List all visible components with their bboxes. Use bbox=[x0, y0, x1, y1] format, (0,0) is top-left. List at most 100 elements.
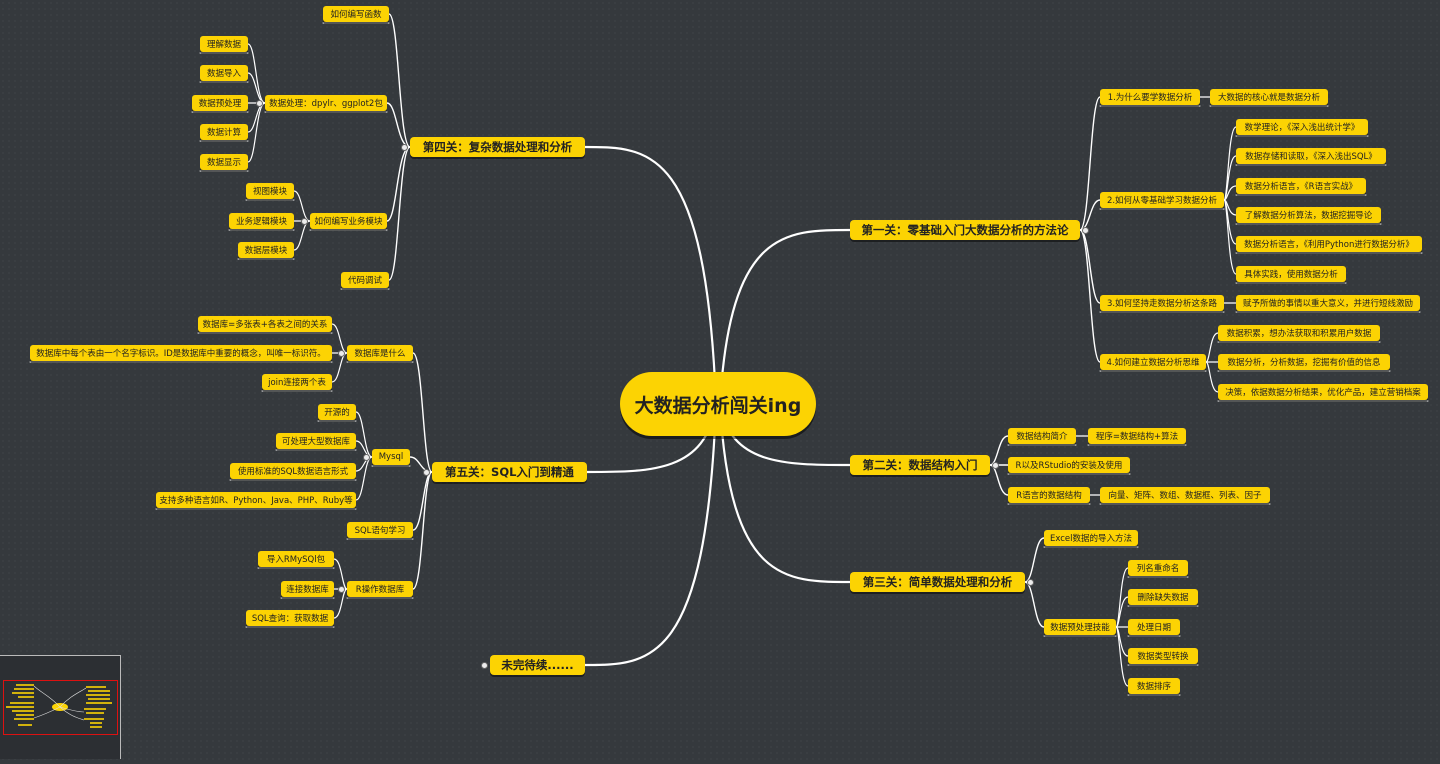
topic-s4b[interactable]: 数据处理：dpylr、ggplot2包 bbox=[265, 95, 387, 111]
connector-line bbox=[388, 146, 411, 281]
topic-s1b[interactable]: 2.如何从零基础学习数据分析 bbox=[1100, 192, 1224, 208]
topic-s1d1[interactable]: 数据积累，想办法获取和积累用户数据 bbox=[1218, 325, 1380, 341]
collapse-toggle-s5b[interactable] bbox=[363, 453, 370, 461]
topic-s1d[interactable]: 4.如何建立数据分析思维 bbox=[1100, 354, 1206, 370]
stage-node-3[interactable]: 第三关：简单数据处理和分析 bbox=[850, 572, 1025, 592]
connector-line bbox=[583, 402, 718, 667]
topic-s5c[interactable]: SQL语句学习 bbox=[347, 522, 413, 538]
stage-node-2[interactable]: 第二关：数据结构入门 bbox=[850, 455, 990, 475]
topic-s5b3[interactable]: 使用标准的SQL数据语言形式 bbox=[230, 463, 356, 479]
connector-line bbox=[1024, 537, 1045, 583]
connector-line bbox=[718, 402, 852, 584]
topic-s3b[interactable]: 数据预处理技能 bbox=[1044, 619, 1116, 635]
topic-s2c1[interactable]: 向量、矩阵、数组、数据框、列表、因子 bbox=[1100, 487, 1270, 503]
topic-s2a1[interactable]: 程序=数据结构+算法 bbox=[1088, 428, 1186, 444]
topic-s4c2[interactable]: 业务逻辑模块 bbox=[229, 213, 294, 229]
connector-line bbox=[412, 471, 433, 531]
connector-line bbox=[388, 13, 411, 148]
connector-line bbox=[333, 558, 348, 590]
minimap-preview bbox=[6, 684, 112, 728]
topic-s1d2[interactable]: 数据分析，分析数据，挖掘有价值的信息 bbox=[1218, 354, 1390, 370]
connector-line bbox=[718, 228, 852, 406]
collapse-toggle-s4b[interactable] bbox=[256, 99, 263, 107]
topic-s3a[interactable]: Excel数据的导入方法 bbox=[1044, 530, 1138, 546]
topic-s1a[interactable]: 1.为什么要学数据分析 bbox=[1100, 89, 1200, 105]
minimap[interactable] bbox=[0, 655, 121, 759]
minimap-viewport[interactable] bbox=[3, 680, 118, 735]
topic-s4d[interactable]: 代码调试 bbox=[341, 272, 389, 288]
root-node[interactable]: 大数据分析闯关ing bbox=[620, 372, 816, 436]
collapse-toggle-s6[interactable] bbox=[481, 661, 488, 669]
connector-line bbox=[989, 435, 1009, 466]
topic-s1b1[interactable]: 数学理论，《深入浅出统计学》 bbox=[1236, 119, 1368, 135]
topic-s1b2[interactable]: 数据存储和读取，《深入浅出SQL》 bbox=[1236, 148, 1386, 164]
topic-s5a3[interactable]: join连接两个表 bbox=[262, 374, 332, 390]
topic-s3b4[interactable]: 数据类型转换 bbox=[1128, 648, 1198, 664]
topic-s4a[interactable]: 如何编写函数 bbox=[323, 6, 389, 22]
connector-line bbox=[412, 471, 433, 590]
connector-line bbox=[412, 352, 433, 473]
topic-s1b4[interactable]: 了解数据分析算法，数据挖掘导论 bbox=[1236, 207, 1381, 223]
connector-line bbox=[1223, 155, 1237, 201]
topic-s3b5[interactable]: 数据排序 bbox=[1128, 678, 1180, 694]
collapse-toggle-s5[interactable] bbox=[423, 468, 430, 476]
topic-s5d3[interactable]: SQL查询：获取数据 bbox=[246, 610, 334, 626]
connector-line bbox=[1205, 361, 1219, 393]
connector-line bbox=[989, 464, 1009, 496]
stage-node-1[interactable]: 第一关：零基础入门大数据分析的方法论 bbox=[850, 220, 1080, 240]
stage-node-4[interactable]: 第四关：复杂数据处理和分析 bbox=[410, 137, 585, 157]
topic-s5a2[interactable]: 数据库中每个表由一个名字标识。ID是数据库中重要的概念，叫唯一标识符。 bbox=[30, 345, 332, 361]
connector-line bbox=[355, 456, 373, 501]
topic-s4b2[interactable]: 数据导入 bbox=[200, 65, 248, 81]
topic-s1c1[interactable]: 赋予所做的事情以重大意义，并进行短线激励 bbox=[1236, 295, 1420, 311]
topic-s4b3[interactable]: 数据预处理 bbox=[192, 95, 248, 111]
topic-s3b1[interactable]: 列名重命名 bbox=[1128, 560, 1188, 576]
topic-s1b3[interactable]: 数据分析语言，《R语言实战》 bbox=[1236, 178, 1366, 194]
topic-s5b1[interactable]: 开源的 bbox=[318, 404, 356, 420]
connector-line bbox=[386, 146, 411, 222]
topic-s5b4[interactable]: 支持多种语言如R、Python、Java、PHP、Ruby等 bbox=[156, 492, 356, 508]
topic-s2b[interactable]: R以及RStudio的安装及使用 bbox=[1008, 457, 1130, 473]
collapse-toggle-s4c[interactable] bbox=[301, 217, 308, 225]
connector-line bbox=[247, 102, 266, 163]
topic-s5b2[interactable]: 可处理大型数据库 bbox=[276, 433, 356, 449]
connector-line bbox=[333, 588, 348, 619]
topic-s3b2[interactable]: 删除缺失数据 bbox=[1128, 589, 1198, 605]
topic-s1b6[interactable]: 具体实践，使用数据分析 bbox=[1236, 266, 1346, 282]
connector-line bbox=[1115, 596, 1129, 628]
topic-s5b[interactable]: Mysql bbox=[372, 449, 410, 465]
topic-s4b1[interactable]: 理解数据 bbox=[200, 36, 248, 52]
topic-s5d[interactable]: R操作数据库 bbox=[347, 581, 413, 597]
topic-s2c[interactable]: R语言的数据结构 bbox=[1008, 487, 1090, 503]
topic-s1d3[interactable]: 决策，依据数据分析结果，优化产品，建立营销档案 bbox=[1218, 384, 1428, 400]
collapse-toggle-s5a[interactable] bbox=[338, 349, 345, 357]
topic-s2a[interactable]: 数据结构简介 bbox=[1008, 428, 1076, 444]
stage-node-5[interactable]: 第五关：SQL入门到精通 bbox=[432, 462, 587, 482]
connector-line bbox=[1024, 581, 1045, 628]
topic-s4c1[interactable]: 视图模块 bbox=[246, 183, 294, 199]
topic-s5d1[interactable]: 导入RMySQl包 bbox=[258, 551, 334, 567]
topic-s1c[interactable]: 3.如何坚持走数据分析这条路 bbox=[1100, 295, 1224, 311]
collapse-toggle-s2[interactable] bbox=[992, 461, 999, 469]
collapse-toggle-s1[interactable] bbox=[1082, 226, 1089, 234]
topic-s3b3[interactable]: 处理日期 bbox=[1128, 619, 1180, 635]
connector-line bbox=[293, 220, 311, 251]
topic-s4c[interactable]: 如何编写业务模块 bbox=[310, 213, 387, 229]
topic-s4c3[interactable]: 数据层模块 bbox=[238, 242, 294, 258]
topic-s1b5[interactable]: 数据分析语言，《利用Python进行数据分析》 bbox=[1236, 236, 1422, 252]
collapse-toggle-s3[interactable] bbox=[1027, 578, 1034, 586]
stage-node-6[interactable]: 未完待续...... bbox=[490, 655, 585, 675]
topic-s1a1[interactable]: 大数据的核心就是数据分析 bbox=[1210, 89, 1328, 105]
connector-line bbox=[1079, 229, 1101, 363]
connector-line bbox=[1079, 96, 1101, 231]
topic-s4b5[interactable]: 数据显示 bbox=[200, 154, 248, 170]
topic-s4b4[interactable]: 数据计算 bbox=[200, 124, 248, 140]
topic-s5d2[interactable]: 连接数据库 bbox=[281, 581, 334, 597]
collapse-toggle-s5d[interactable] bbox=[338, 585, 345, 593]
collapse-toggle-s4[interactable] bbox=[401, 143, 408, 151]
topic-s5a[interactable]: 数据库是什么 bbox=[347, 345, 413, 361]
connector-line bbox=[355, 411, 373, 458]
topic-s5a1[interactable]: 数据库=多张表+各表之间的关系 bbox=[198, 316, 332, 332]
connector-line bbox=[1223, 185, 1237, 201]
